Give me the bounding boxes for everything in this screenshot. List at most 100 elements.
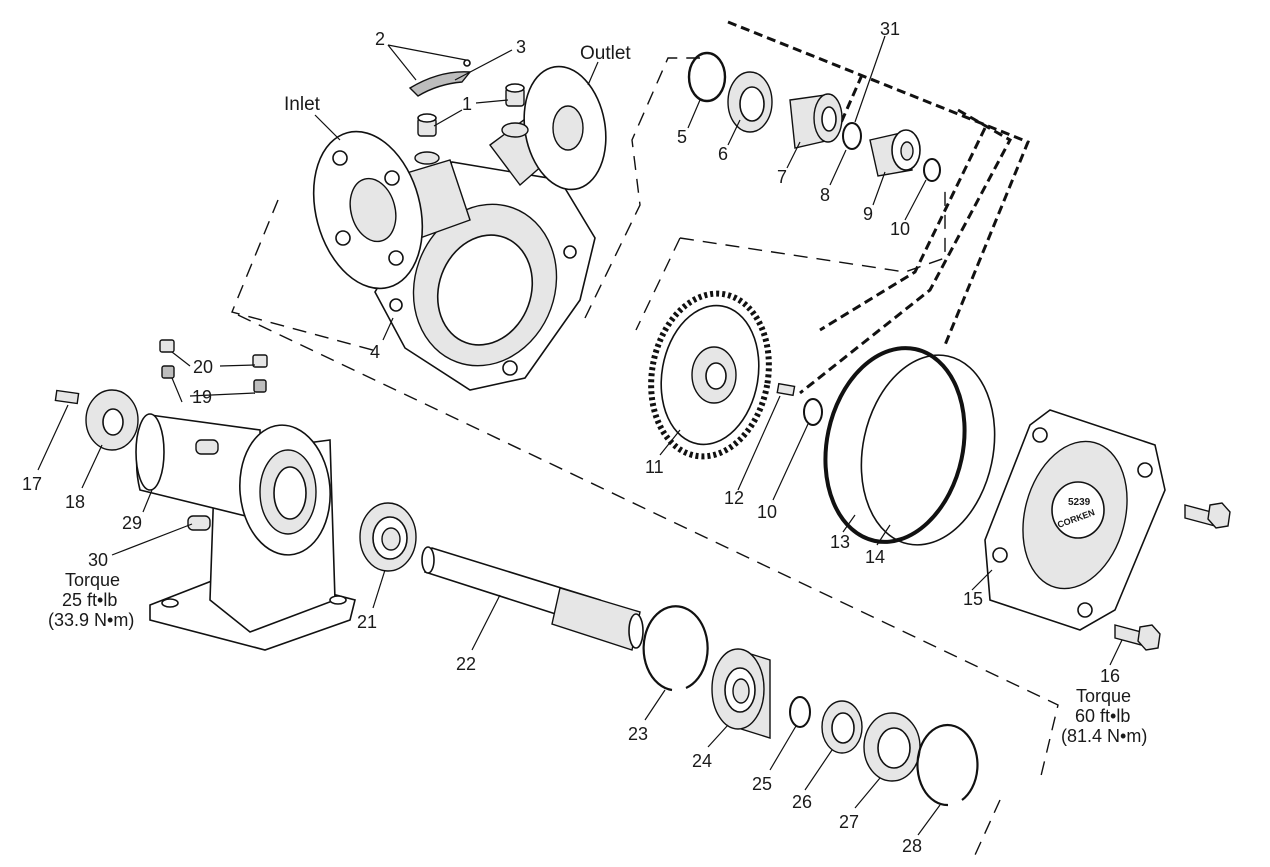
outlet-plug-boss: [501, 122, 529, 138]
snap-ring-25: [789, 696, 811, 728]
seal-sleeve-9: [869, 129, 921, 177]
label-outlet: Outlet: [580, 43, 631, 64]
inlet-bolt-hole-2: [384, 170, 400, 186]
callout-labels: Inlet Outlet 2 3 1 4 31 5 6 7 8 9 10 11 …: [22, 19, 1147, 856]
casing-plug-boss: [414, 151, 440, 165]
label-part-22: 22: [456, 654, 476, 674]
seal-26: [821, 700, 863, 754]
label-part-8: 8: [820, 185, 830, 205]
cover-bolt-hole-1: [1032, 427, 1048, 443]
label-part-2: 2: [375, 29, 385, 49]
outlet-port: [552, 105, 584, 151]
label-part-5: 5: [677, 127, 687, 147]
cover-bolt-hole-4: [1077, 602, 1093, 618]
o-ring-10b: [803, 398, 823, 426]
assembly-dashed-outlines: [231, 20, 1059, 856]
casing-bolt-hole-2: [389, 298, 403, 312]
housing-stud-1: [195, 439, 219, 455]
o-ring-13: [823, 346, 967, 544]
lower-assembly-outline: [237, 314, 1059, 856]
label-part-15: 15: [963, 589, 983, 609]
leader-29: [142, 489, 153, 513]
leader-19: [189, 392, 256, 397]
leader-22: [471, 594, 501, 651]
label-part-21: 21: [357, 612, 377, 632]
label-part-25: 25: [752, 774, 772, 794]
label-torque-16-title: Torque: [1076, 686, 1131, 706]
leader-30: [111, 523, 193, 556]
pipe-plugs: [417, 83, 525, 137]
seal-seat-inner: [739, 86, 765, 122]
cap-screw-1-head: [1207, 502, 1231, 529]
label-torque-30-metric: (33.9 N•m): [48, 610, 134, 630]
leader-16: [1109, 639, 1123, 666]
leader-27: [854, 777, 881, 809]
gear-bore: [705, 362, 727, 390]
cap-screw-2-head: [1137, 624, 1161, 651]
leader-7: [786, 141, 801, 169]
seal-26-inner: [831, 712, 855, 744]
label-part-20: 20: [193, 357, 213, 377]
leader-17: [37, 404, 69, 471]
seal-seat-6: [727, 71, 773, 133]
leader-13: [842, 514, 856, 533]
bearing-housing: [135, 413, 356, 651]
leader-12: [737, 395, 781, 491]
label-part-17: 17: [22, 474, 42, 494]
cover-bolt-hole-2: [1137, 462, 1153, 478]
drive-screw: [463, 59, 471, 67]
shaft-22: [421, 546, 644, 651]
o-ring-8: [842, 122, 862, 150]
nameplate: [408, 71, 472, 97]
mechanical-seal-7: [789, 93, 843, 149]
leader-20b: [171, 351, 191, 367]
leader-31: [854, 35, 886, 123]
leader-10a: [904, 179, 927, 221]
leader-inlet: [314, 114, 341, 141]
inlet-bolt-hole-4: [388, 250, 404, 266]
inlet-bolt-hole-3: [335, 230, 351, 246]
label-inlet: Inlet: [284, 94, 321, 115]
head-cover-15: 5239 CORKEN: [984, 409, 1166, 631]
label-part-24: 24: [692, 751, 712, 771]
pipe-plug-1-top: [417, 113, 437, 123]
nameplate-assembly: [408, 59, 472, 97]
bearing-24-bore: [732, 678, 750, 704]
seal-path-line: [799, 108, 1013, 395]
gear-11: [648, 290, 772, 460]
cap-27-inner: [877, 727, 911, 769]
leader-24: [707, 724, 729, 748]
cover-bolt-hole-3: [992, 547, 1008, 563]
leader-9: [872, 171, 886, 206]
leader-15: [971, 569, 993, 591]
label-part-29: 29: [122, 513, 142, 533]
leader-25: [769, 725, 797, 771]
leader-28: [917, 804, 941, 836]
gear-assembly-outline: [635, 185, 946, 331]
leader-19b: [171, 377, 183, 403]
label-torque-16-imperial: 60 ft•lb: [1075, 706, 1130, 726]
leader-1b: [433, 109, 463, 127]
leader-2b: [387, 44, 467, 61]
leader-lines: [37, 35, 1123, 836]
pump-casing-assembly-outline: [231, 57, 700, 353]
label-part-7: 7: [777, 167, 787, 187]
pump-casing: [312, 65, 607, 391]
leader-outlet: [587, 61, 599, 86]
bearing-21: [359, 502, 417, 572]
label-part-27: 27: [839, 812, 859, 832]
label-torque-30-title: Torque: [65, 570, 120, 590]
washer-18: [85, 389, 139, 451]
inlet-port: [349, 177, 397, 243]
casing-bolt-hole-1: [502, 360, 518, 376]
cover-model-marking: 5239: [1068, 497, 1091, 508]
label-part-28: 28: [902, 836, 922, 856]
leader-2a: [387, 44, 417, 81]
seal-assembly-bold-outline: [727, 20, 1030, 346]
bearing-21-bore: [381, 527, 401, 551]
bearing-24: [711, 648, 771, 739]
shaft-tip: [628, 613, 644, 649]
seal-path-line-2: [819, 127, 987, 332]
o-ring-5: [687, 51, 727, 103]
inlet-bolt-hole-1: [332, 150, 348, 166]
